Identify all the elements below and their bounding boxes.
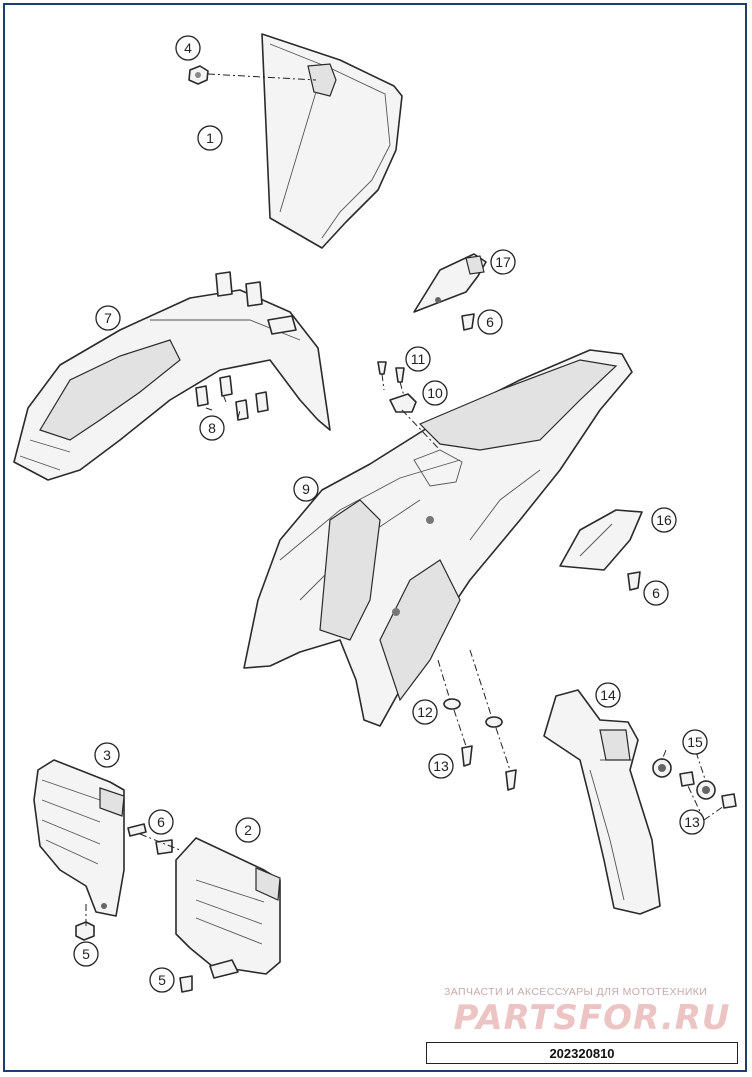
callout-4: 4 <box>175 35 201 61</box>
callout-2: 2 <box>235 817 261 843</box>
callout-15: 15 <box>682 729 708 755</box>
diagram-frame <box>3 3 747 1072</box>
part-screws-13-right <box>679 771 737 809</box>
part-bracket-17 <box>413 253 487 313</box>
part-washers-12 <box>437 649 503 728</box>
watermark-brand: PARTSFOR.RU <box>453 998 731 1038</box>
part-screw-6-mid <box>627 571 641 591</box>
part-cover-16 <box>559 509 643 571</box>
watermark-tagline: ЗАПЧАСТИ И АКСЕССУАРЫ ДЛЯ МОТОТЕХНИКИ <box>444 986 708 998</box>
part-screw-5-bottom <box>179 975 193 993</box>
svg-text:3: 3 <box>103 747 111 763</box>
part-number-plate <box>261 33 403 249</box>
part-nut-4 <box>188 65 209 85</box>
callout-17: 17 <box>490 249 516 275</box>
svg-text:14: 14 <box>600 687 616 703</box>
callout-3: 3 <box>94 742 120 768</box>
svg-text:9: 9 <box>302 481 310 497</box>
svg-text:4: 4 <box>184 40 192 56</box>
part-nut-5-left <box>75 921 95 941</box>
callout-13-right: 13 <box>679 809 705 835</box>
part-screws-11 <box>377 361 405 397</box>
callout-6-top: 6 <box>477 309 503 335</box>
part-screw-6-top <box>461 313 475 331</box>
callout-5-bottom: 5 <box>149 967 175 993</box>
part-guard-14 <box>543 689 661 915</box>
callout-8: 8 <box>199 415 225 441</box>
callout-9: 9 <box>293 476 319 502</box>
callout-11: 11 <box>405 346 431 372</box>
part-screw-6-bottom <box>127 823 147 837</box>
callout-16: 16 <box>651 507 677 533</box>
part-screws-8 <box>195 375 269 421</box>
svg-text:1: 1 <box>206 130 214 146</box>
part-screw-near-2 <box>155 839 173 855</box>
svg-text:5: 5 <box>158 972 166 988</box>
svg-text:15: 15 <box>687 734 703 750</box>
svg-text:12: 12 <box>417 704 433 720</box>
svg-text:6: 6 <box>486 314 494 330</box>
drawing-code: 202320810 <box>426 1042 738 1064</box>
part-shroud-right <box>175 837 281 979</box>
svg-text:6: 6 <box>157 814 165 830</box>
svg-text:11: 11 <box>411 351 426 367</box>
part-shroud-left <box>33 759 125 917</box>
part-front-fender <box>13 271 331 481</box>
svg-text:10: 10 <box>427 385 443 401</box>
svg-text:8: 8 <box>208 420 216 436</box>
svg-text:16: 16 <box>656 512 672 528</box>
svg-text:7: 7 <box>104 310 112 326</box>
callout-6-bottom: 6 <box>148 809 174 835</box>
part-rear-fender <box>243 349 633 727</box>
callout-14: 14 <box>595 682 621 708</box>
svg-text:5: 5 <box>82 946 90 962</box>
callout-6-mid: 6 <box>643 580 669 606</box>
svg-text:6: 6 <box>652 585 660 601</box>
callout-7: 7 <box>95 305 121 331</box>
callout-5-left: 5 <box>73 941 99 967</box>
svg-text:13: 13 <box>684 814 700 830</box>
callout-13-center: 13 <box>428 753 454 779</box>
svg-text:2: 2 <box>244 822 252 838</box>
callout-12: 12 <box>412 699 438 725</box>
part-bushings-15 <box>652 758 716 800</box>
svg-text:17: 17 <box>495 254 511 270</box>
part-screws-13-center <box>453 709 517 791</box>
svg-text:13: 13 <box>433 758 449 774</box>
callout-1: 1 <box>197 125 223 151</box>
part-clip-10 <box>389 393 417 413</box>
callout-10: 10 <box>422 380 448 406</box>
